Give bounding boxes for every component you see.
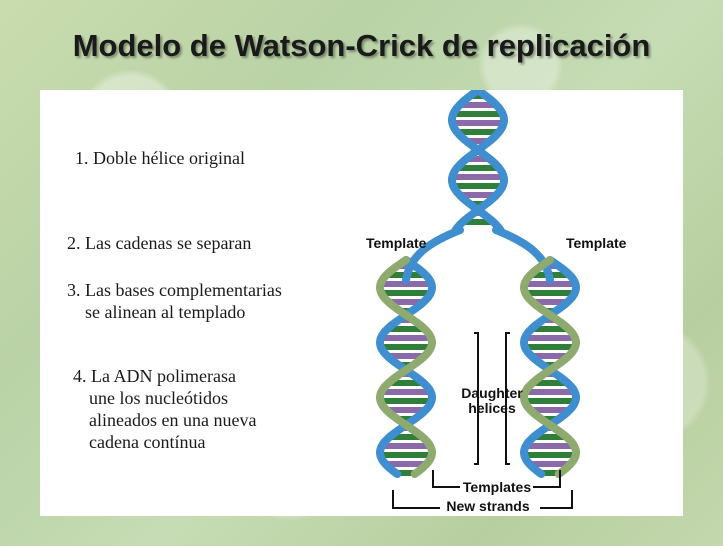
step-4-line-2: une los nucleótidos bbox=[89, 388, 228, 408]
new-strand bbox=[519, 256, 581, 478]
new-strand bbox=[375, 256, 437, 478]
template-strand bbox=[519, 256, 581, 478]
step-2: 2. Las cadenas se separan bbox=[67, 232, 251, 254]
parental-strand bbox=[447, 90, 509, 234]
new-strands-bracket bbox=[392, 490, 573, 509]
template-strand-right bbox=[492, 226, 554, 284]
dna-replication-figure: Template Template Daughter helices Templ… bbox=[366, 90, 627, 514]
step-3-line-1: 3. Las bases complementarias bbox=[67, 280, 282, 300]
new-strands-label: New strands bbox=[446, 498, 529, 514]
step-4-line-4: cadena contínua bbox=[89, 432, 206, 452]
daughter-label-line-1: Daughter bbox=[461, 385, 523, 401]
template-strand-left bbox=[402, 226, 464, 284]
daughter-helices-brackets bbox=[474, 332, 510, 465]
template-left-label: Template bbox=[366, 235, 427, 251]
step-1-line-1: 1. Doble hélice original bbox=[75, 148, 245, 168]
step-1: 1. Doble hélice original bbox=[75, 147, 245, 169]
step-3: 3. Las bases complementarias se alinean … bbox=[67, 279, 282, 323]
templates-label: Templates bbox=[463, 479, 531, 495]
template-strand bbox=[375, 256, 437, 478]
step-4: 4. La ADN polimerasa une los nucleótidos… bbox=[73, 365, 256, 453]
template-right-label: Template bbox=[566, 235, 627, 251]
step-2-line-1: 2. Las cadenas se separan bbox=[67, 233, 252, 253]
helix-strands bbox=[375, 90, 581, 478]
templates-bracket bbox=[432, 470, 561, 488]
parental-strand bbox=[447, 90, 509, 234]
daughter-label-line-2: helices bbox=[468, 400, 516, 416]
slide-title: Modelo de Watson-Crick de replicación bbox=[72, 28, 651, 63]
step-4-line-1: 4. La ADN polimerasa bbox=[73, 366, 236, 386]
content-panel: 1. Doble hélice original 2. Las cadenas … bbox=[40, 90, 683, 516]
step-3-line-2: se alinean al templado bbox=[85, 302, 246, 322]
step-4-line-3: alineados en una nueva bbox=[89, 410, 257, 430]
